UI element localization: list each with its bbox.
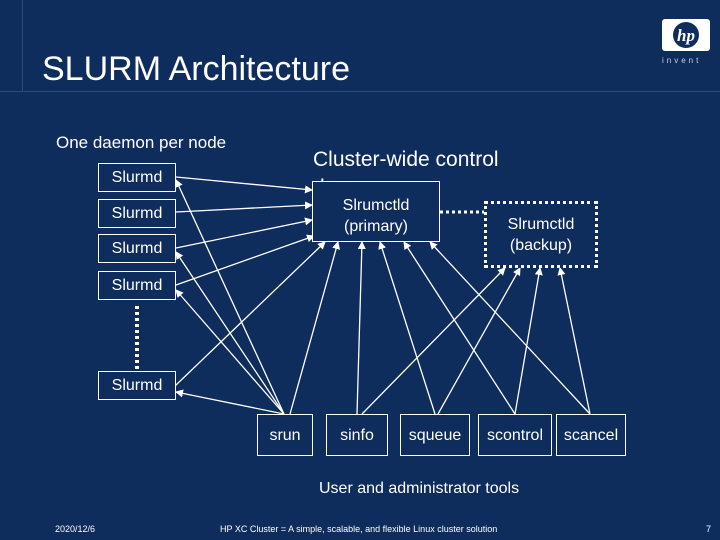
link-slurmd-5-primary [168, 241, 326, 393]
logo-text: hp [677, 26, 695, 45]
slide-title: SLURM Architecture [42, 50, 350, 88]
link-scancel-backup [557, 267, 591, 415]
page-number: 7 [706, 524, 712, 534]
link-srun-slurmd-5 [175, 389, 285, 415]
tool-scontrol: scontrol [478, 414, 552, 456]
link-scancel-primary [429, 241, 591, 415]
link-srun-slurmd-1 [175, 179, 285, 415]
tool-srun: srun [257, 414, 313, 456]
link-sinfo-backup [361, 267, 506, 415]
title-corner-rule [0, 0, 23, 92]
link-srun-slurmd-3 [175, 251, 285, 415]
slurmd-node-2: Slurmd [98, 199, 176, 228]
tool-squeue: squeue [400, 414, 470, 456]
slurmd-node-3: Slurmd [98, 234, 176, 263]
title-underline-rule [0, 91, 720, 92]
tool-sinfo: sinfo [326, 414, 388, 456]
slurmd-node-1: Slurmd [98, 163, 176, 192]
slurmctld-backup: Slrumctld (backup) [484, 201, 598, 268]
slurmd-node-5: Slurmd [98, 371, 176, 400]
link-srun-slurmd-4 [175, 289, 285, 415]
footer-date: 2020/12/6 [55, 524, 96, 534]
slurmctld-primary: Slrumctld (primary) [312, 181, 440, 242]
slurmd-node-4: Slurmd [98, 271, 176, 300]
link-squeue-primary [378, 241, 436, 415]
tool-scancel: scancel [556, 414, 626, 456]
tools-caption: User and administrator tools [319, 480, 520, 497]
node-daemon-caption: One daemon per node [56, 133, 227, 152]
link-srun-primary [289, 241, 340, 415]
link-sinfo-primary [356, 241, 366, 415]
hp-logo: hp [662, 19, 710, 51]
link-squeue-backup [437, 267, 521, 415]
brand-tagline: invent [662, 56, 702, 65]
link-slurmd-2-primary [168, 201, 313, 217]
footer-text: HP XC Cluster = A simple, scalable, and … [220, 524, 498, 534]
link-slurmd-1-primary [168, 172, 313, 194]
link-scontrol-primary [403, 241, 516, 415]
link-scontrol-backup [514, 267, 543, 415]
